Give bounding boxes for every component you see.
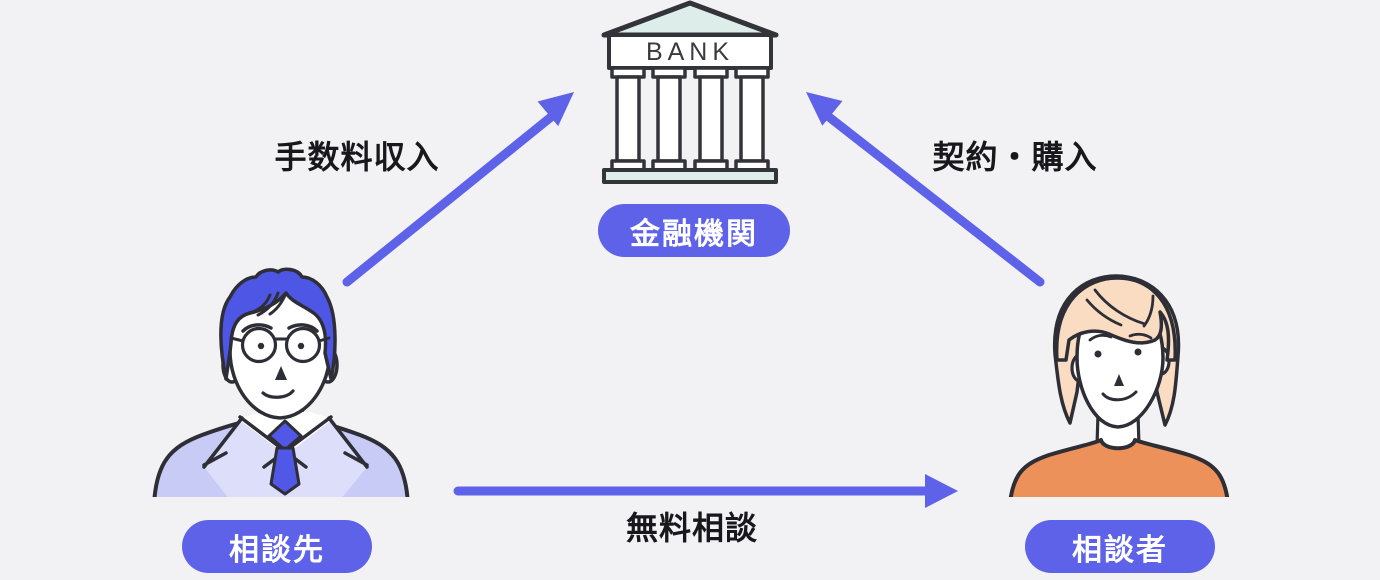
arrow-consultation <box>453 474 958 508</box>
bank-label-badge: 金融機関 <box>598 204 790 257</box>
arrow-commission <box>342 92 574 287</box>
client-label-badge: 相談者 <box>1025 520 1215 573</box>
bank-sign-text: BANK <box>646 38 734 66</box>
client-illustration <box>1008 274 1230 497</box>
advisor-illustration <box>152 267 410 497</box>
arrow-contract <box>806 92 1045 287</box>
edge-label-commission: 手数料収入 <box>274 139 440 175</box>
edge-label-consultation: 無料相談 <box>625 510 758 546</box>
bank-icon: BANK <box>601 0 779 184</box>
advisor-label-badge: 相談先 <box>182 520 372 573</box>
edge-label-contract: 契約・購入 <box>932 139 1098 175</box>
